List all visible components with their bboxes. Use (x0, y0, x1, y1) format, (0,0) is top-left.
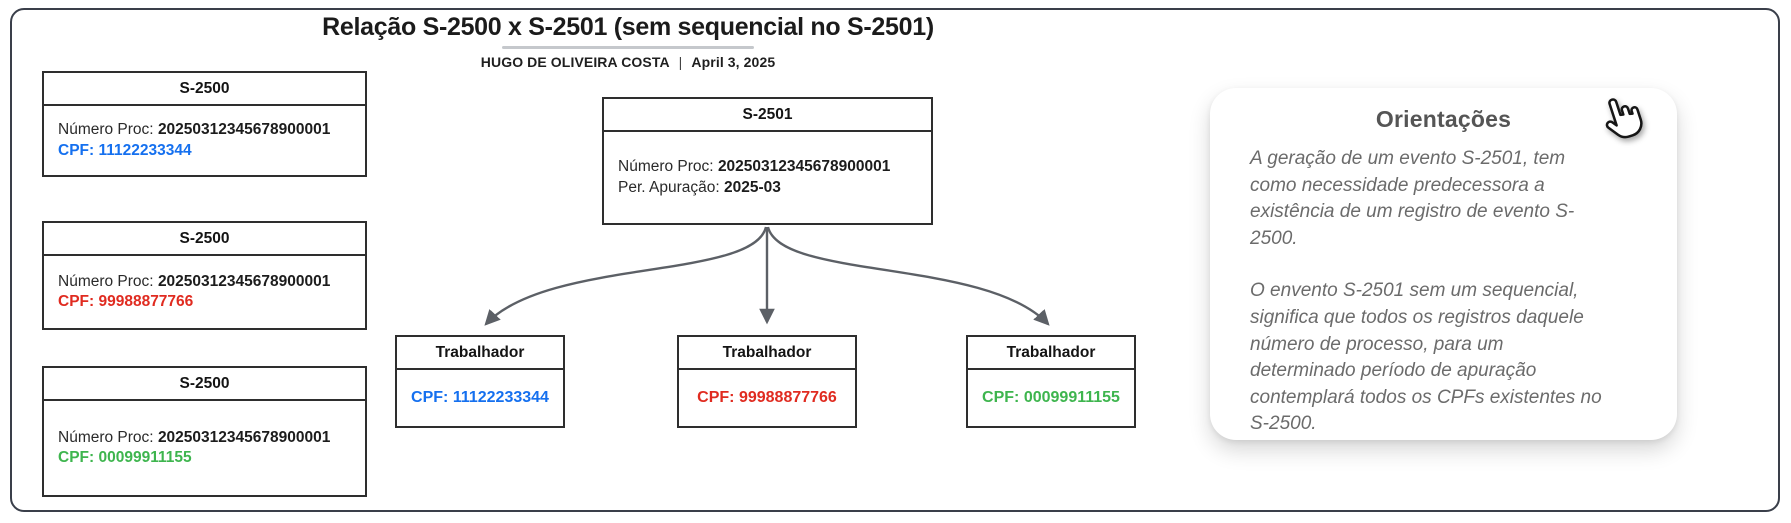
s2501-numero: Número Proc: 20250312345678900001 (618, 158, 891, 176)
orientacoes-card[interactable]: Orientações A geração de um evento S-250… (1210, 88, 1677, 440)
s2500-box-1-numero: Número Proc: 20250312345678900001 (58, 121, 331, 139)
s2500-box-3-cpf: CPF: 00099911155 (58, 449, 192, 466)
orientacoes-title: Orientações (1375, 106, 1512, 132)
byline-author: HUGO DE OLIVEIRA COSTA (480, 54, 670, 70)
s2500-box-1-cpf: CPF: 11122233344 (58, 141, 192, 159)
trabalhador-box-3-title: Trabalhador (968, 337, 1134, 370)
s2500-box-2-numero: Número Proc: 20250312345678900001 (58, 272, 331, 290)
s2500-box-3: S-2500 Número Proc: 20250312345678900001… (42, 366, 367, 497)
trabalhador-box-1: Trabalhador CPF: 11122233344 (395, 335, 565, 428)
s2500-box-1-title: S-2500 (44, 73, 365, 106)
byline-date: April 3, 2025 (691, 54, 776, 70)
trabalhador-box-1-title: Trabalhador (397, 337, 563, 370)
byline-separator: | (678, 54, 683, 70)
title-block: Relação S-2500 x S-2501 (sem sequencial … (248, 13, 1008, 70)
trabalhador-box-3-cpf: CPF: 00099911155 (982, 388, 1120, 406)
trabalhador-box-3: Trabalhador CPF: 00099911155 (966, 335, 1136, 428)
trabalhador-box-2-title: Trabalhador (679, 337, 855, 370)
orientacoes-paragraph-2: O envento S-2501 sem um sequencial, sign… (1250, 280, 1602, 435)
orientacoes-text: A geração de um evento S-2501, tem como … (1210, 133, 1602, 438)
s2500-box-2: S-2500 Número Proc: 20250312345678900001… (42, 221, 367, 330)
byline: HUGO DE OLIVEIRA COSTA | April 3, 2025 (248, 54, 1008, 70)
s2500-box-3-title: S-2500 (44, 368, 365, 401)
trabalhador-box-1-cpf: CPF: 11122233344 (411, 388, 549, 406)
hand-pointer-icon (1605, 98, 1643, 139)
title-underline (502, 46, 754, 49)
s2500-box-2-title: S-2500 (44, 223, 365, 256)
s2501-box-title: S-2501 (604, 99, 931, 132)
s2500-box-1: S-2500 Número Proc: 20250312345678900001… (42, 71, 367, 177)
s2500-box-3-numero: Número Proc: 20250312345678900001 (58, 428, 331, 446)
s2500-box-2-cpf: CPF: 99988877766 (58, 293, 194, 310)
trabalhador-box-2: Trabalhador CPF: 99988877766 (677, 335, 857, 428)
orientacoes-paragraph-1: A geração de um evento S-2501, tem como … (1250, 148, 1575, 249)
s2501-box: S-2501 Número Proc: 20250312345678900001… (602, 97, 933, 225)
page-title: Relação S-2500 x S-2501 (sem sequencial … (322, 13, 934, 41)
s2501-periodo: Per. Apuração: 2025-03 (618, 178, 781, 196)
trabalhador-box-2-cpf: CPF: 99988877766 (697, 388, 837, 406)
